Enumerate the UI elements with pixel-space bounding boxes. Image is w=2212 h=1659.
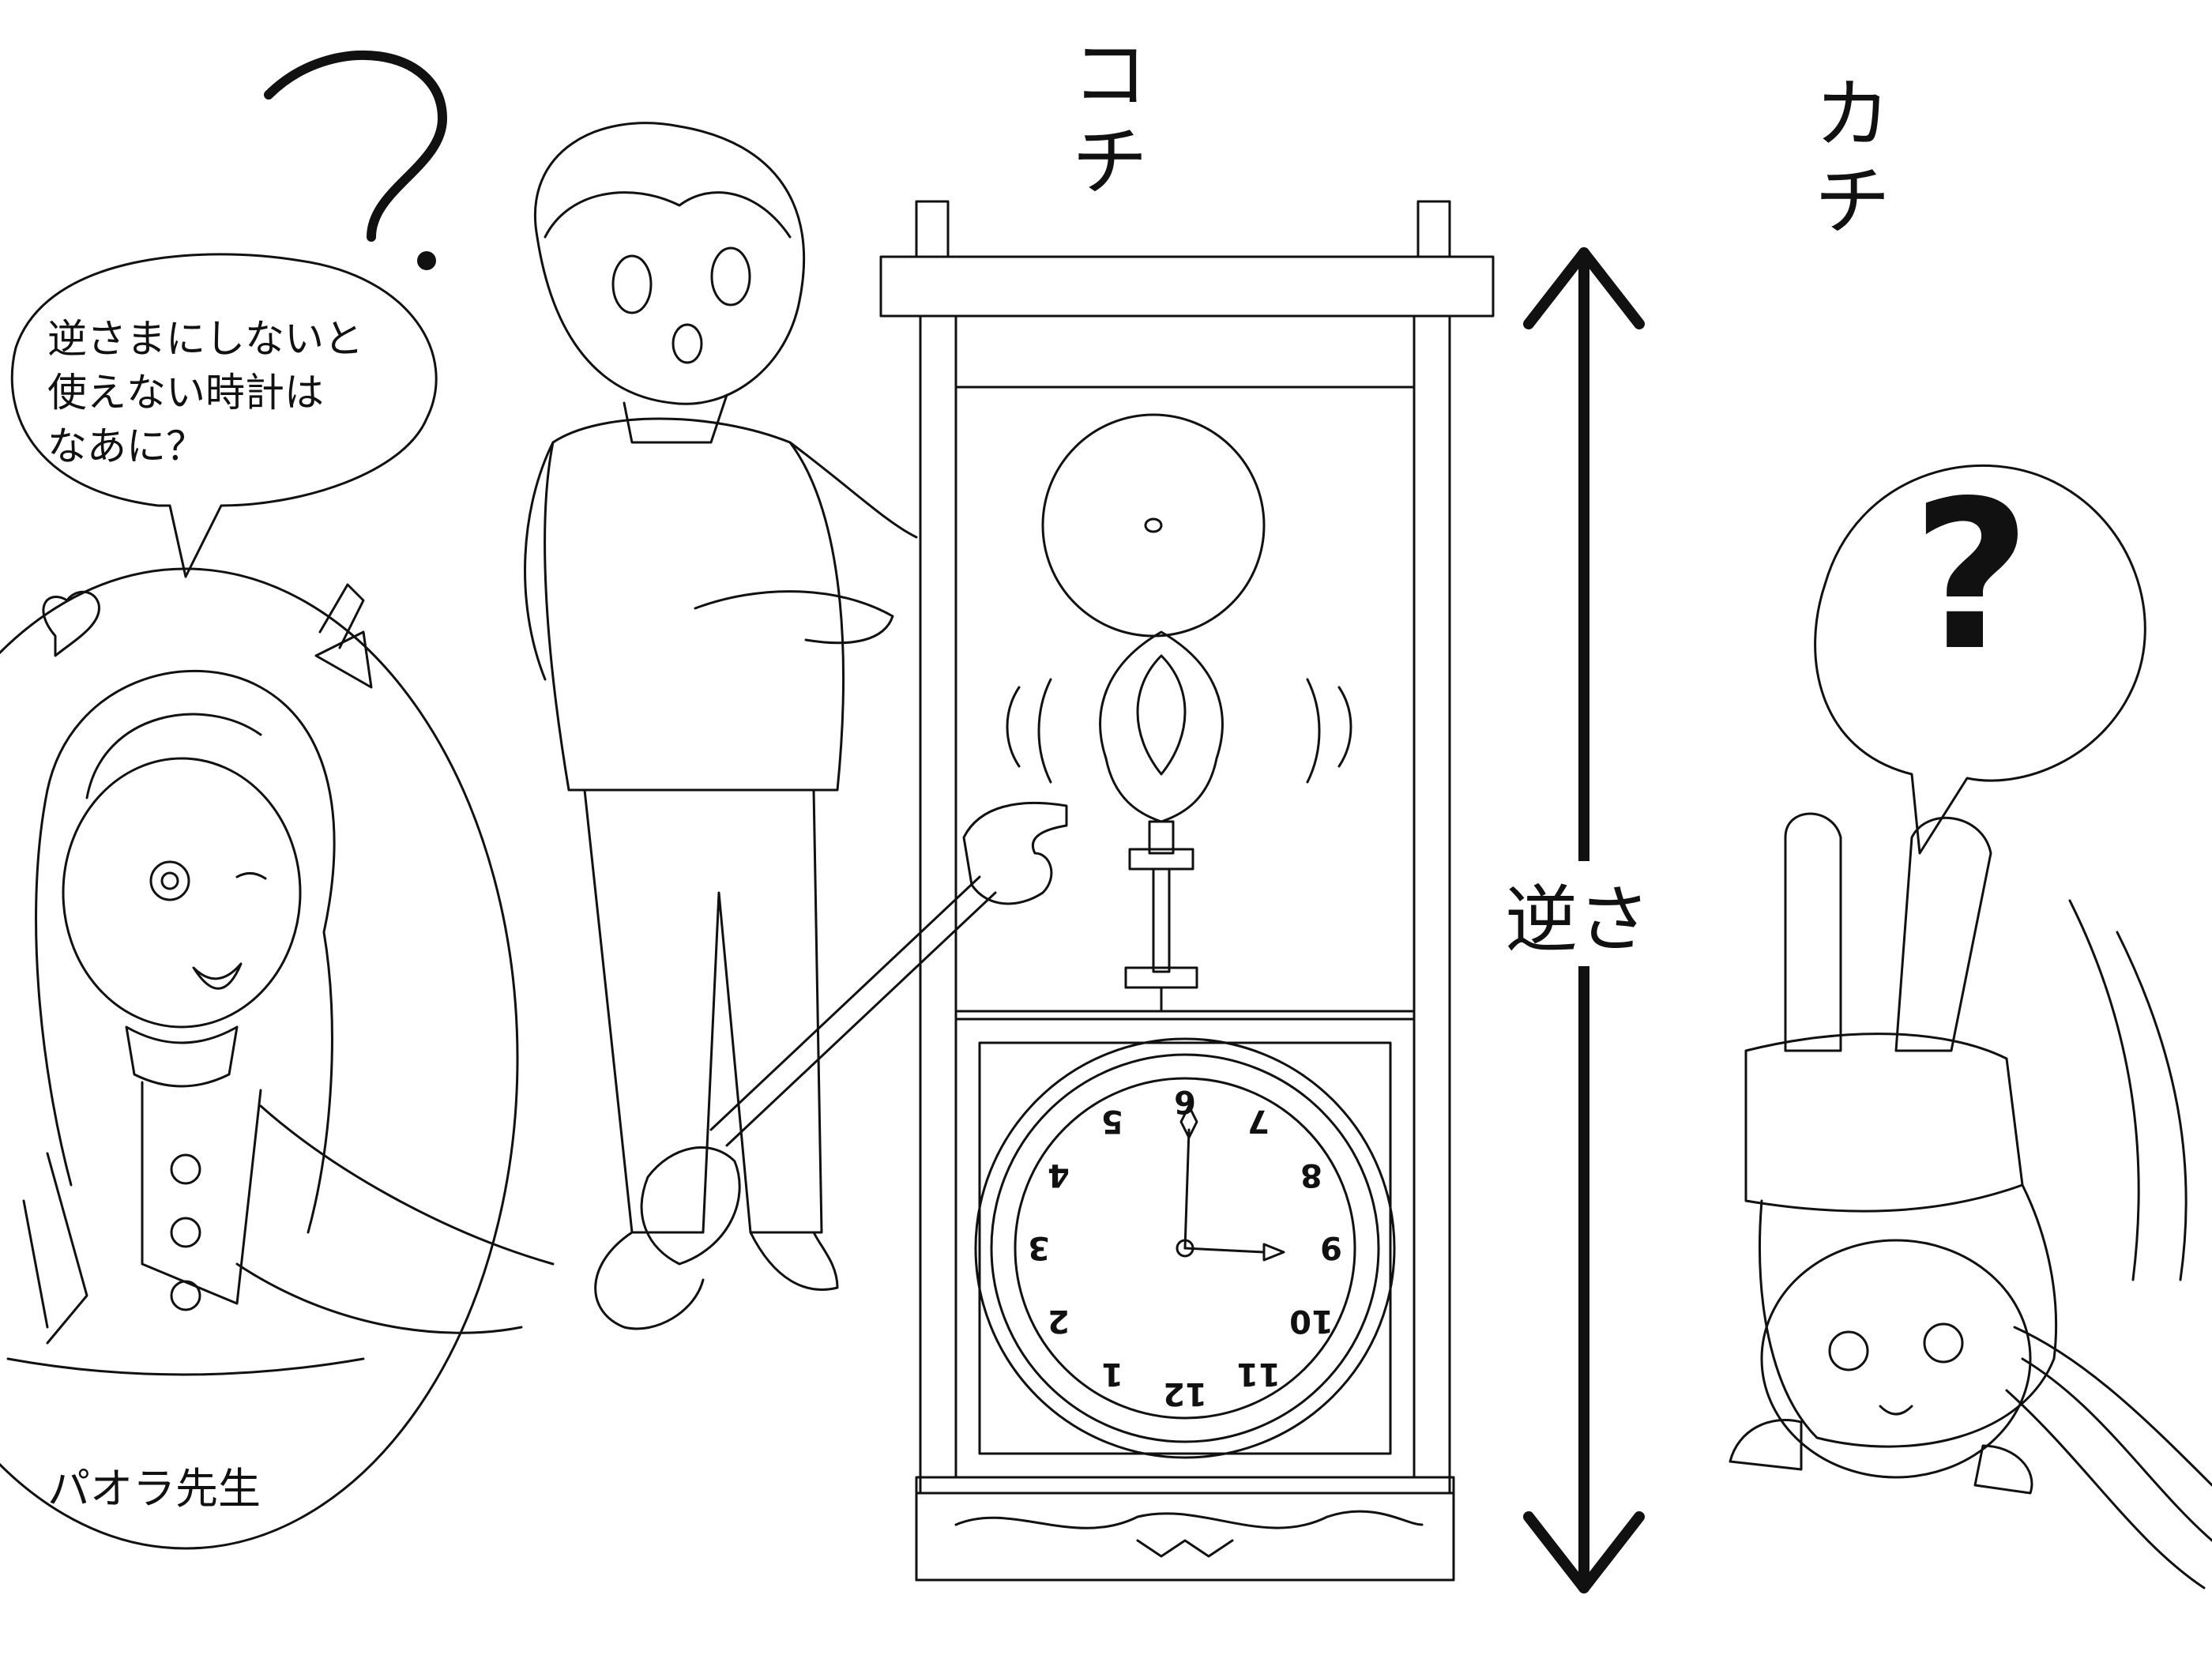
thought-bubble — [1814, 464, 2146, 855]
clock-numeral: 12 — [1163, 1375, 1207, 1412]
clock-numeral: 2 — [1047, 1302, 1070, 1339]
sfx-left-char-2: チ — [1072, 118, 1148, 206]
sfx-right: カ チ — [1809, 71, 1896, 245]
teacher-caption: パオラ先生 — [47, 1464, 261, 1514]
sfx-right-char-2: チ — [1815, 157, 1890, 246]
clock-numeral: 5 — [1100, 1102, 1123, 1139]
clock-numeral: 11 — [1236, 1356, 1281, 1393]
pointer-stick — [640, 801, 1068, 1266]
heart-icon — [42, 590, 100, 657]
question-mark-large-left — [264, 50, 447, 242]
clock-numeral: 3 — [1028, 1229, 1050, 1266]
arrow-label: 逆さ — [1497, 861, 1659, 966]
clock-numeral: 6 — [1174, 1083, 1196, 1119]
clock-numeral: 9 — [1320, 1229, 1342, 1266]
speech-line-2: 使えない時計は — [47, 370, 324, 416]
question-mark-dot-left — [417, 251, 436, 270]
clock-face — [974, 1037, 1396, 1459]
speech-line-3: なあに？ — [47, 423, 205, 469]
speech-line-1: 逆さまにしないと — [47, 316, 363, 362]
clock-numeral: 1 — [1100, 1356, 1123, 1393]
sfx-right-char-1: カ — [1815, 70, 1890, 159]
clock-numeral: 4 — [1047, 1156, 1070, 1193]
speech-bubble-text: 逆さまにしないと 使えない時計は なあに？ — [47, 312, 419, 473]
clock-numeral: 10 — [1289, 1302, 1334, 1339]
clock-numeral: 8 — [1300, 1156, 1323, 1193]
speech-bubble — [10, 253, 438, 578]
question-mark-right: ? — [1912, 457, 2031, 696]
teacher-oval-frame — [0, 567, 519, 1550]
sfx-left-char-1: コ — [1072, 31, 1148, 119]
sfx-left: コ チ — [1066, 32, 1153, 205]
teacher-figure — [6, 583, 555, 1376]
grandfather-clock — [879, 200, 1495, 1582]
upside-down-girl-figure — [1729, 812, 2212, 1589]
clock-numeral: 7 — [1247, 1102, 1270, 1139]
boy-figure — [524, 122, 918, 1330]
